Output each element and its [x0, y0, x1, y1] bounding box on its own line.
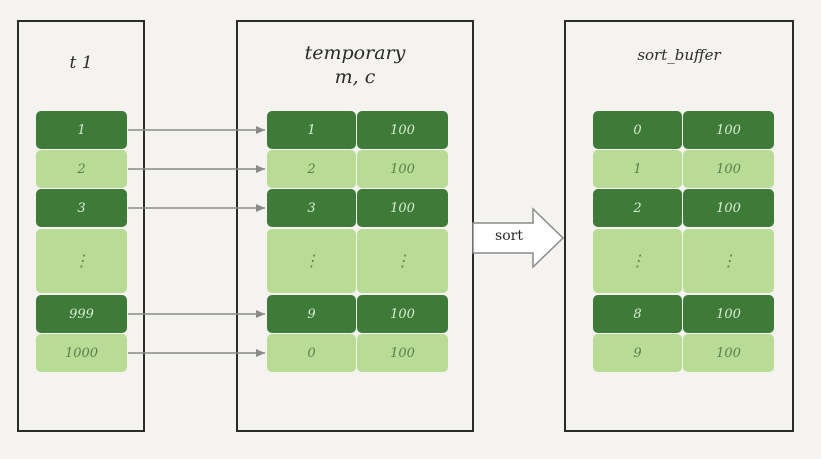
sort-buffer-m-ellipsis: ⋮: [593, 229, 682, 293]
sort-buffer-c-cell: 100: [683, 150, 774, 188]
temporary-c-cell: 100: [357, 189, 448, 227]
sort-arrow-label: sort: [495, 228, 523, 244]
sort-buffer-m-cell: 2: [593, 189, 682, 227]
temporary-m-cell: 1: [267, 111, 356, 149]
temporary-m-cell: 2: [267, 150, 356, 188]
sort-buffer-m-cell: 0: [593, 111, 682, 149]
temporary-m-cell: 9: [267, 295, 356, 333]
sort-buffer-c-ellipsis: ⋮: [683, 229, 774, 293]
temporary-columns: m, c: [334, 66, 376, 88]
temporary-c-ellipsis: ⋮: [357, 229, 448, 293]
temporary-c-cell: 100: [357, 295, 448, 333]
sort-buffer-m-cell: 1: [593, 150, 682, 188]
sort-buffer-m-cell: 8: [593, 295, 682, 333]
temporary-m-cell: 3: [267, 189, 356, 227]
temporary-c-cell: 100: [357, 150, 448, 188]
temporary-c-cell: 100: [357, 111, 448, 149]
sort-arrow-shape: [472, 207, 565, 269]
t1-row: 999: [36, 295, 127, 333]
temporary-m-cell: 0: [267, 334, 356, 372]
t1-row: 2: [36, 150, 127, 188]
t1-title: t 1: [69, 53, 93, 73]
temporary-c-cell: 100: [357, 334, 448, 372]
sort-buffer-c-cell: 100: [683, 111, 774, 149]
temporary-title: temporary: [304, 42, 406, 64]
sort-buffer-c-cell: 100: [683, 189, 774, 227]
t1-ellipsis-row: ⋮: [36, 229, 127, 293]
temporary-m-ellipsis: ⋮: [267, 229, 356, 293]
sort-buffer-c-cell: 100: [683, 334, 774, 372]
sort-buffer-m-cell: 9: [593, 334, 682, 372]
t1-row: 1: [36, 111, 127, 149]
sort-buffer-title: sort_buffer: [637, 46, 721, 64]
t1-row: 3: [36, 189, 127, 227]
t1-row: 1000: [36, 334, 127, 372]
sort-buffer-c-cell: 100: [683, 295, 774, 333]
